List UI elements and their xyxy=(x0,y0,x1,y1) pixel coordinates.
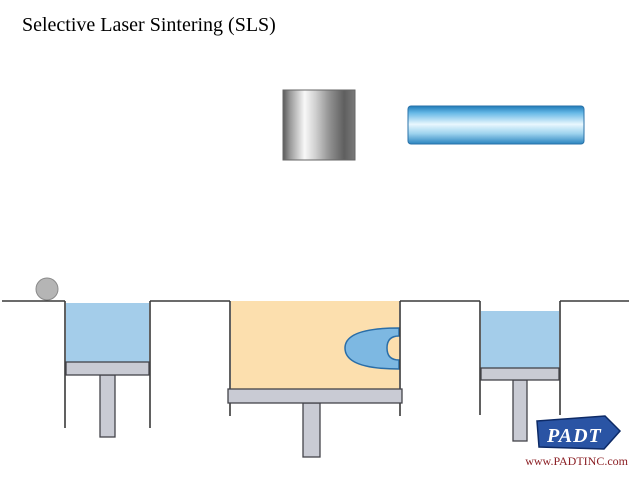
padt-logo-arrow-shape xyxy=(536,415,622,450)
padt-logo-text: PADT xyxy=(546,425,602,447)
feed-piston-right-stem xyxy=(512,379,528,442)
chamber-walls xyxy=(64,301,561,428)
build-piston-platform xyxy=(227,388,403,404)
roller-cylinder xyxy=(407,105,585,145)
sintered-part xyxy=(344,327,400,370)
feed-piston-right-platform xyxy=(480,367,560,381)
feed-powder-left-fill xyxy=(66,303,149,363)
feed-powder-right-fill xyxy=(481,311,559,368)
laser-cylinder xyxy=(282,89,356,161)
page-title: Selective Laser Sintering (SLS) xyxy=(22,14,276,36)
website-url: www.PADTINC.com xyxy=(525,454,628,468)
padt-logo: PADT xyxy=(536,415,622,450)
build-piston-stem xyxy=(302,402,321,458)
powder-roller xyxy=(35,277,59,301)
feed-piston-left-stem xyxy=(99,374,116,438)
feed-piston-left-platform xyxy=(65,361,150,376)
